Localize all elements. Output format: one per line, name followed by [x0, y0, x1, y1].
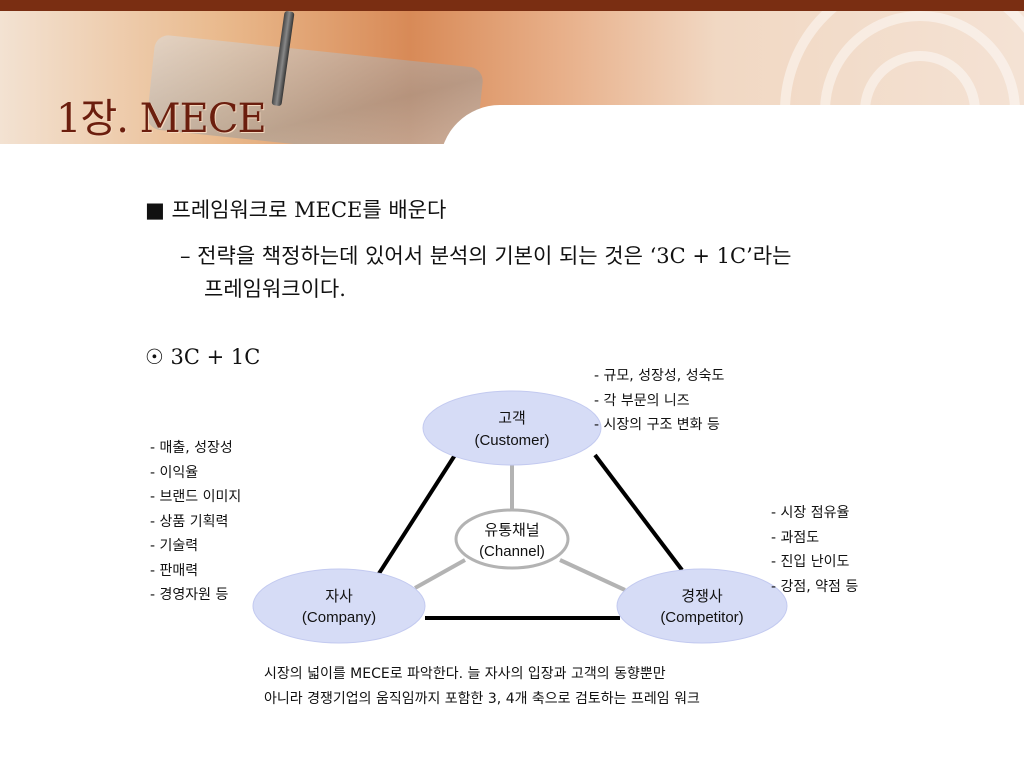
- header-banner: [0, 11, 1024, 144]
- company-note: - 경영자원 등: [150, 587, 229, 603]
- customer-name: 고객: [498, 410, 526, 427]
- customer-note: - 시장의 구조 변화 등: [594, 417, 720, 433]
- decorative-ring: [860, 51, 980, 144]
- caption-line-2: 아니라 경쟁기업의 움직임까지 포함한 3, 4개 축으로 검토하는 프레임 워…: [264, 691, 700, 707]
- company-note: - 판매력: [150, 562, 199, 579]
- channel-name-en: (Channel): [479, 543, 545, 560]
- edge-channel-company: [414, 558, 466, 590]
- slide-title: 1장. MECE: [56, 96, 267, 142]
- channel-name: 유통채널: [484, 522, 539, 539]
- sub-point-line-2: 프레임워크이다.: [204, 277, 346, 301]
- customer-name-en: (Customer): [474, 432, 549, 449]
- section-heading: ☉ 3C + 1C: [145, 345, 261, 369]
- company-note: - 매출, 성장성: [150, 440, 233, 456]
- competitor-note: - 강점, 약점 등: [771, 578, 859, 595]
- competitor-ellipse: [616, 568, 788, 644]
- channel-ellipse: [454, 508, 570, 570]
- company-name: 자사: [325, 588, 353, 605]
- edge-customer-company: [376, 453, 457, 577]
- competitor-notes: - 시장 점유율 - 과점도 - 진입 난이도 - 강점, 약점 등: [771, 501, 858, 599]
- customer-note: - 규모, 성장성, 성숙도: [594, 368, 725, 384]
- customer-ellipse: [422, 390, 602, 466]
- company-name-en: (Company): [302, 609, 376, 626]
- competitor-note: - 시장 점유율: [771, 505, 850, 521]
- edge-customer-competitor: [593, 453, 684, 572]
- node-competitor: 경쟁사 (Competitor): [616, 568, 788, 644]
- company-note: - 이익율: [150, 464, 199, 481]
- company-note: - 브랜드 이미지: [150, 489, 242, 505]
- company-note: - 기술력: [150, 538, 199, 554]
- competitor-note: - 과점도: [771, 529, 820, 546]
- decorative-ring: [780, 11, 1024, 144]
- edge-channel-competitor: [559, 558, 626, 592]
- node-channel: 유통채널 (Channel): [454, 508, 570, 570]
- company-ellipse: [252, 568, 426, 644]
- company-notes: - 매출, 성장성 - 이익율 - 브랜드 이미지 - 상품 기획력 - 기술력…: [150, 436, 241, 608]
- customer-notes: - 규모, 성장성, 성숙도 - 각 부문의 니즈 - 시장의 구조 변화 등: [594, 364, 724, 438]
- top-bar: [0, 0, 1024, 11]
- competitor-name-en: (Competitor): [660, 609, 743, 626]
- customer-note: - 각 부문의 니즈: [594, 392, 690, 409]
- diagram-caption: 시장의 넓이를 MECE로 파악한다. 늘 자사의 입장과 고객의 동향뿐만 아…: [264, 662, 700, 712]
- sub-point-line-1: – 전략을 책정하는데 있어서 분석의 기본이 되는 것은 ‘3C + 1C’라…: [180, 244, 792, 268]
- competitor-name: 경쟁사: [681, 588, 723, 605]
- caption-line-1: 시장의 넓이를 MECE로 파악한다. 늘 자사의 입장과 고객의 동향뿐만: [264, 666, 666, 682]
- competitor-note: - 진입 난이도: [771, 554, 850, 570]
- main-heading: ■ 프레임워크로 MECE를 배운다: [145, 198, 447, 222]
- company-note: - 상품 기획력: [150, 513, 229, 530]
- node-company: 자사 (Company): [252, 568, 426, 644]
- node-customer: 고객 (Customer): [422, 390, 602, 466]
- banner-wave: [440, 105, 1024, 144]
